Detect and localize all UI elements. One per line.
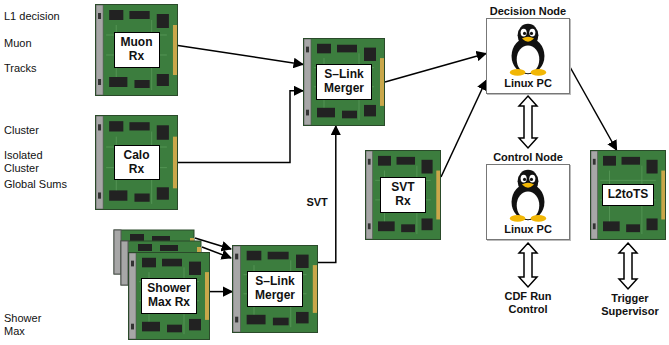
input-signal-label: Cluster [4,124,92,137]
board-name: SVT Rx [391,180,414,208]
board-name: Shower Max Rx [147,281,190,309]
input-signal-label: Tracks [4,62,92,75]
receiver-board: L2toTS [590,150,666,240]
receiver-board: Shower Max Rx [128,252,210,340]
board-label: S–Link Merger [247,271,303,307]
linux-pc-node: Control NodeLinux PC [486,150,570,240]
arrow-line [195,238,231,249]
data-arrow [210,291,232,293]
penguin-icon [502,167,554,223]
board-name: L2toTS [608,187,649,201]
edge-label: SVT [304,196,329,209]
node-title: Control Node [486,150,570,164]
input-signal-label: Muon [4,37,92,50]
input-signal-label: Shower Max [4,312,54,338]
board-name: Muon Rx [121,35,153,63]
input-signal-label: Isolated Cluster [4,149,60,175]
input-signal-label: L1 decision [4,10,92,23]
pc-name: Linux PC [487,223,569,236]
data-arrow [178,91,303,163]
data-arrow [178,45,303,64]
board-name: S–Link Merger [324,67,364,95]
receiver-board: Calo Rx [95,115,178,210]
board-label: Calo Rx [114,145,160,181]
input-signal-label: Global Sums [4,178,92,191]
board-name: Calo Rx [123,148,149,176]
penguin-icon [502,21,554,77]
data-arrow [570,67,617,150]
pc-box: Linux PC [486,164,570,240]
external-system-label: Trigger Supervisor [597,292,663,318]
board-name: S–Link Merger [255,274,295,302]
pc-name: Linux PC [487,77,569,90]
data-arrow [441,81,486,178]
board-label: SVT Rx [380,177,426,213]
pc-box: Linux PC [486,18,570,94]
receiver-board: S–Link Merger [303,38,385,126]
linux-pc-node: Decision NodeLinux PC [486,4,570,94]
receiver-board: S–Link Merger [232,245,318,333]
data-arrow [385,54,486,83]
data-arrow [318,126,336,263]
double-arrow [519,243,537,287]
double-arrow [519,96,537,148]
node-title: Decision Node [486,4,570,18]
board-label: Muon Rx [114,32,160,68]
board-label: L2toTS [602,184,654,206]
receiver-board: Muon Rx [95,4,178,96]
board-label: S–Link Merger [316,64,372,100]
external-system-label: CDF Run Control [494,290,562,316]
double-arrow [619,243,637,289]
board-label: Shower Max Rx [141,278,197,314]
receiver-board: SVT Rx [365,150,441,240]
